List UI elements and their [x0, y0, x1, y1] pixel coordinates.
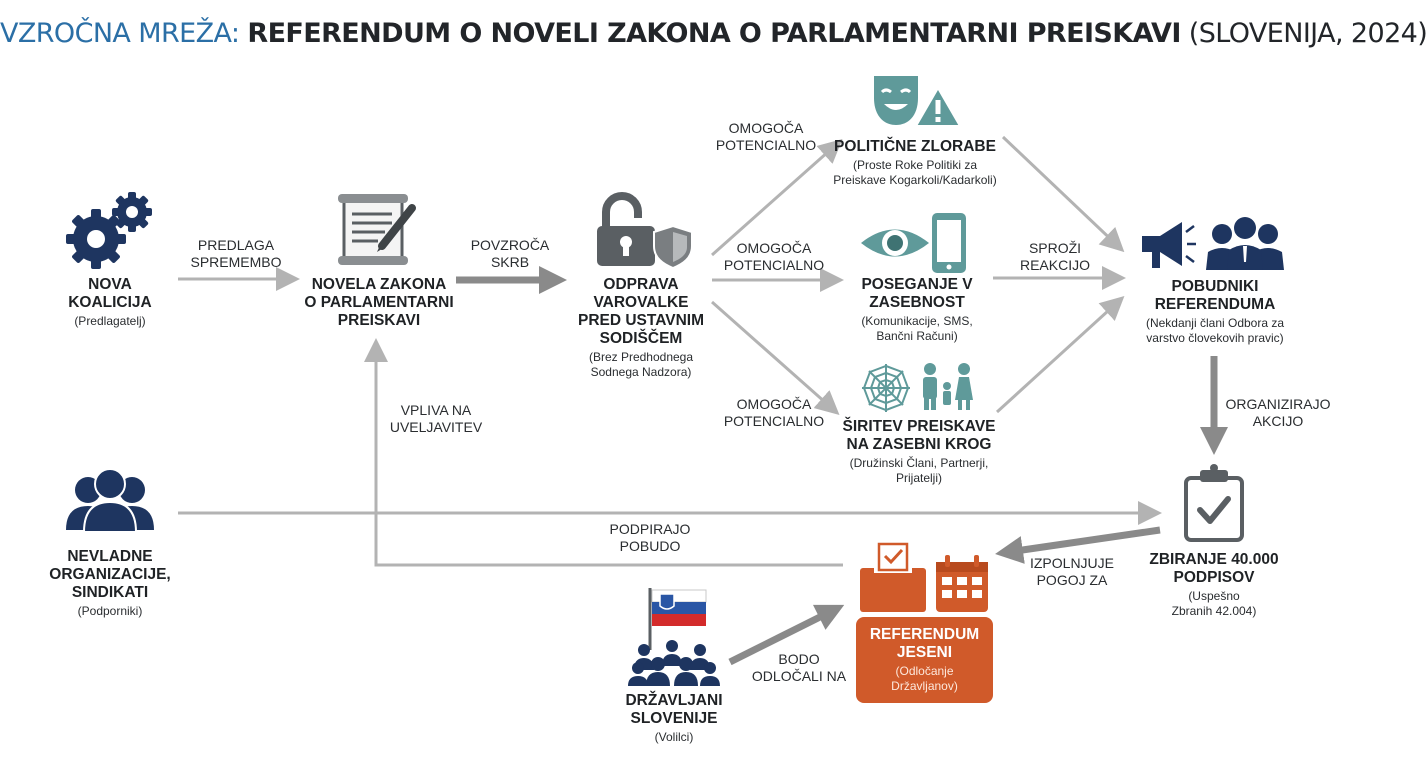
edge-bodo-arrow — [728, 604, 845, 666]
web-family-icon — [862, 363, 973, 412]
node-referendum-jeseni: REFERENDUM JESENI (Odločanje Državljanov… — [856, 617, 993, 703]
node-subtitle: (Komunikacije, SMS, Bančni Računi) — [861, 314, 973, 343]
gears-icon — [66, 192, 152, 269]
title-lead: VZROČNA MREŽA: — [0, 18, 240, 49]
edge-omogoca3-arrow — [711, 300, 840, 415]
document-pen-icon — [338, 194, 416, 265]
page-title: VZROČNA MREŽA: REFERENDUM O NOVELI ZAKON… — [0, 14, 1427, 54]
causal-network-canvas — [66, 76, 1284, 686]
node-title: NOVELA ZAKONA O PARLAMENTARNI PREISKAVI — [304, 276, 454, 329]
node-subtitle: (Odločanje Državljanov) — [891, 664, 958, 693]
node-title: POBUDNIKI REFERENDUMA — [1154, 278, 1276, 313]
node-odprava-varovalke: ODPRAVA VAROVALKE PRED USTAVNIM SODIŠČEM… — [566, 276, 716, 380]
node-nova-koalicija: NOVA KOALICIJA (Predlagatelj) — [40, 276, 180, 329]
edge-label-izpolnjuje: IZPOLNJUJE POGOJ ZA — [1029, 555, 1114, 588]
node-title: DRŽAVLJANI SLOVENIJE — [625, 692, 723, 727]
node-subtitle: (Nekdanji člani Odbora za varstvo človek… — [1145, 316, 1285, 345]
node-politicne-zlorabe: POLITIČNE ZLORABE (Proste Roke Politiki … — [810, 138, 1020, 188]
clipboard-check-icon — [1184, 464, 1244, 542]
theater-mask-warning-icon — [874, 76, 962, 127]
node-title: NOVA KOALICIJA — [68, 276, 152, 311]
title-main: REFERENDUM O NOVELI ZAKONA O PARLAMENTAR… — [247, 18, 1181, 49]
edge-label-omogoca-1: OMOGOČA POTENCIALNO — [715, 120, 817, 153]
node-pobudniki-referenduma: POBUDNIKI REFERENDUMA (Nekdanji člani Od… — [1118, 278, 1312, 346]
node-title: ŠIRITEV PREISKAVE NA ZASEBNI KROG — [842, 418, 996, 453]
edges-layer — [178, 135, 1228, 666]
node-subtitle: (Volilci) — [654, 730, 694, 744]
node-subtitle: (Podporniki) — [77, 604, 143, 618]
edge-label-povzroca: POVZROČA SKRB — [470, 237, 550, 270]
node-subtitle: (Proste Roke Politiki za Preiskave Kogar… — [833, 158, 997, 187]
edge-vpliva-arrow — [364, 338, 843, 567]
edge-zlorabe-pobudniki-arrow — [1001, 135, 1125, 253]
edge-label-sprozi: SPROŽI REAKCIJO — [1019, 240, 1090, 273]
edge-label-bodo: BODO ODLOČALI NA — [751, 651, 847, 684]
node-subtitle: (Družinski Člani, Partnerji, Prijatelji) — [849, 456, 989, 485]
edge-izpolnjuje-arrow — [995, 526, 1161, 564]
edge-label-organizirajo: ORGANIZIRAJO AKCIJO — [1225, 396, 1331, 429]
unlocked-padlock-shield-icon — [597, 192, 693, 270]
node-subtitle: (Uspešno Zbranih 42.004) — [1171, 589, 1257, 618]
node-title: ODPRAVA VAROVALKE PRED USTAVNIM SODIŠČEM — [577, 276, 704, 347]
ballot-box-calendar-icon — [860, 542, 988, 612]
edge-omogoca1-arrow — [711, 139, 843, 257]
node-drzavljani-slovenije: DRŽAVLJANI SLOVENIJE (Volilci) — [604, 692, 744, 745]
group-icon — [66, 468, 154, 533]
node-title: NEVLADNE ORGANIZACIJE, SINDIKATI — [49, 548, 171, 601]
node-title: REFERENDUM JESENI — [869, 626, 980, 661]
node-title: POSEGANJE V ZASEBNOST — [861, 276, 973, 311]
eye-phone-icon — [861, 213, 966, 273]
node-nevladne-organizacije: NEVLADNE ORGANIZACIJE, SINDIKATI (Podpor… — [34, 548, 186, 619]
node-siritev-preiskave: ŠIRITEV PREISKAVE NA ZASEBNI KROG (Druži… — [824, 418, 1014, 486]
node-title: POLITIČNE ZLORABE — [834, 138, 996, 155]
megaphone-people-icon — [1142, 217, 1284, 270]
node-title: ZBIRANJE 40.000 PODPISOV — [1149, 551, 1279, 586]
node-zbiranje-podpisov: ZBIRANJE 40.000 PODPISOV (Uspešno Zbrani… — [1132, 551, 1296, 619]
node-novela-zakona: NOVELA ZAKONA O PARLAMENTARNI PREISKAVI — [296, 276, 462, 330]
title-tail: (SLOVENIJA, 2024) — [1188, 18, 1427, 49]
node-subtitle: (Predlagatelj) — [74, 314, 146, 328]
node-poseganje-v-zasebnost: POSEGANJE V ZASEBNOST (Komunikacije, SMS… — [832, 276, 1002, 344]
edge-label-predlaga: PREDLAGA SPREMEMBO — [190, 237, 282, 270]
edge-label-podpirajo: PODPIRAJO POBUDO — [609, 521, 691, 554]
edge-label-omogoca-3: OMOGOČA POTENCIALNO — [723, 396, 825, 429]
edge-siritev-pobudniki-arrow — [995, 295, 1125, 414]
node-subtitle: (Brez Predhodnega Sodnega Nadzora) — [588, 350, 694, 379]
edge-label-omogoca-2: OMOGOČA POTENCIALNO — [723, 240, 825, 273]
edge-label-vpliva: VPLIVA NA UVELJAVITEV — [389, 402, 483, 435]
slovenia-flag-crowd-icon — [628, 588, 720, 686]
